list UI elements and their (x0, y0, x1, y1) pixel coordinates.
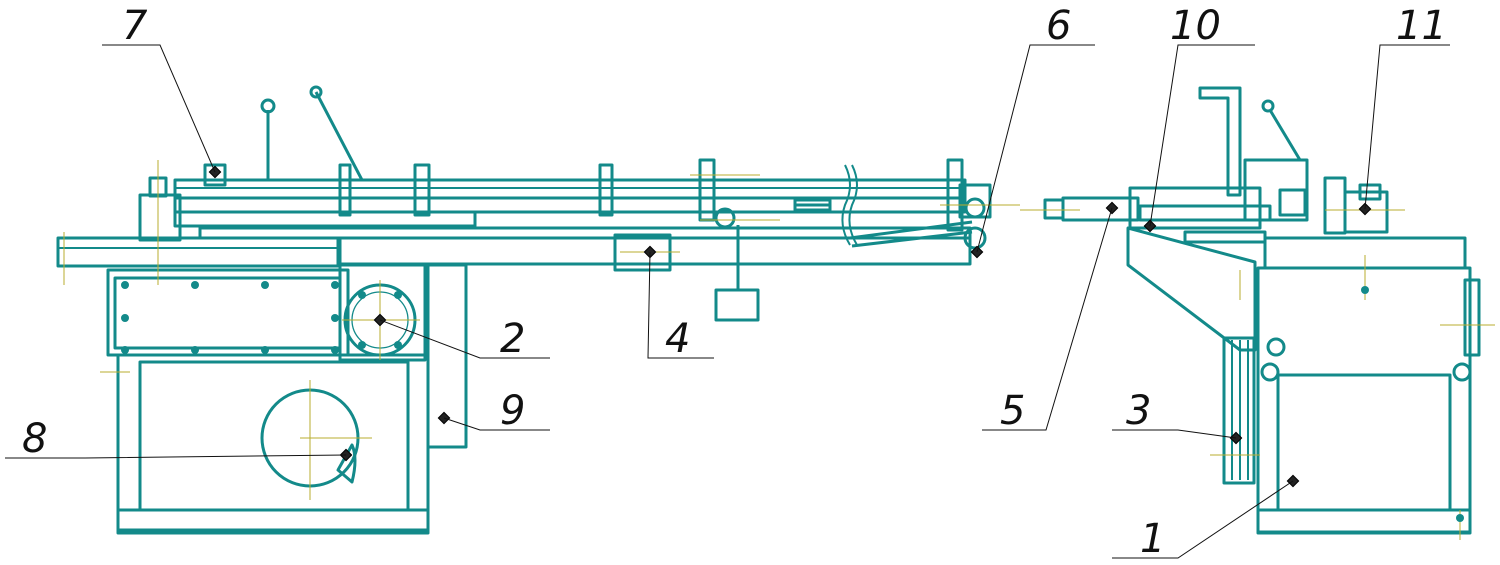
callout-4-label: 4 (665, 316, 690, 362)
callout-6-label: 6 (1046, 3, 1071, 49)
callout-7-label: 7 (122, 3, 148, 49)
callout-4: 4 (643, 245, 714, 362)
callout-3-label: 3 (1126, 388, 1151, 434)
callout-5: 5 (982, 201, 1119, 434)
callout-1: 1 (1112, 474, 1300, 562)
right-machine (1020, 86, 1495, 540)
callout-2: 2 (373, 313, 550, 362)
callout-11-label: 11 (1396, 3, 1447, 49)
callout-7: 7 (102, 3, 222, 179)
callout-3: 3 (1112, 388, 1243, 445)
callout-11: 11 (1358, 3, 1450, 216)
callout-8: 8 (5, 416, 353, 462)
callout-9-label: 9 (500, 388, 525, 434)
callout-8-label: 8 (22, 416, 47, 462)
callout-10: 10 (1143, 3, 1255, 233)
callout-10-label: 10 (1170, 3, 1221, 49)
callout-6: 6 (970, 3, 1095, 259)
callout-2-label: 2 (500, 316, 525, 362)
callout-5-label: 5 (1000, 388, 1025, 434)
callout-1-label: 1 (1140, 516, 1165, 562)
callout-9: 9 (437, 388, 550, 434)
left-machine (56, 85, 1020, 535)
